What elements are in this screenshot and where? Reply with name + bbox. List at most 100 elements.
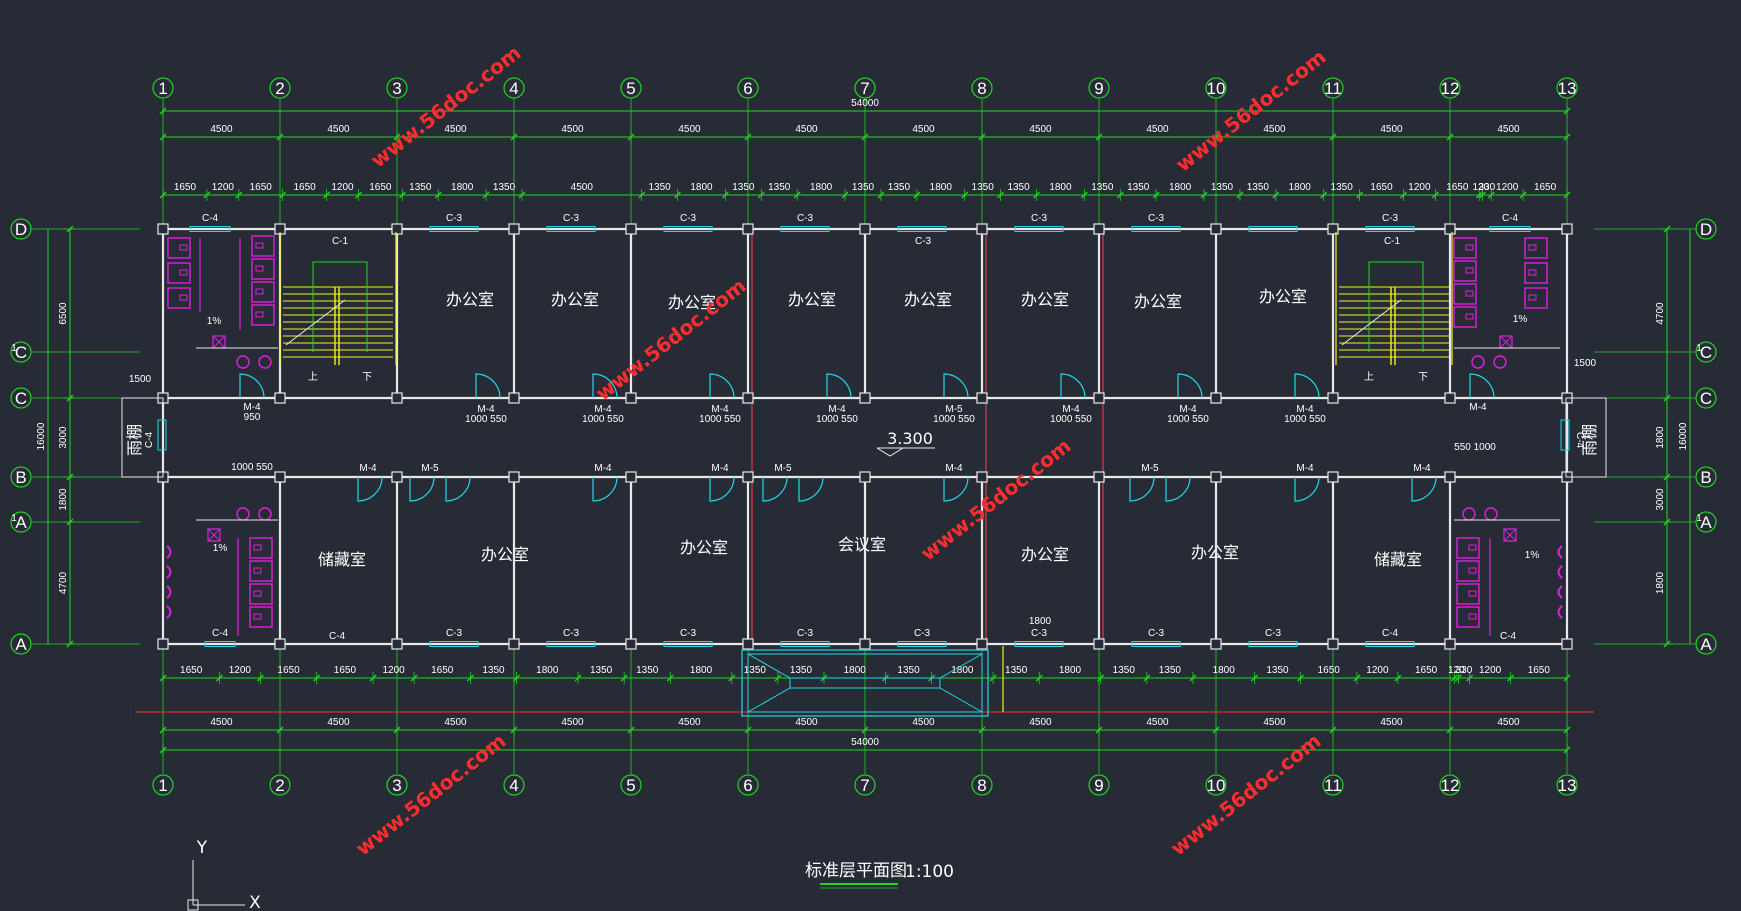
toilet-left-c-bowl: [253, 590, 262, 597]
axis-label-col-9: 9: [1094, 79, 1103, 98]
door-dim: 1000 550: [582, 414, 624, 425]
axis-label-row-B: B: [1700, 468, 1711, 487]
toilet-left-c: [249, 583, 273, 605]
column: [976, 471, 988, 483]
axis-label-row-C: C: [1700, 389, 1712, 408]
dim-right-tick: [1663, 225, 1671, 233]
door-tag: M-5: [421, 463, 439, 474]
door-tag: M-5: [774, 463, 792, 474]
toilet-left-b: [251, 281, 275, 303]
toilet-left-b-bowl: [255, 311, 264, 318]
axis-label-col-9: 9: [1094, 776, 1103, 795]
toilet-left-a-bowl: [179, 294, 188, 301]
axis-label-col-12: 12: [1441, 776, 1460, 795]
window-c3: [429, 226, 479, 232]
room-label-storage: 储藏室: [318, 550, 366, 569]
window-c4-side: [1560, 419, 1570, 451]
window-c3: [546, 641, 596, 647]
column: [1210, 223, 1222, 235]
column: [1561, 223, 1573, 235]
axis-label-col-1: 1: [158, 776, 167, 795]
column: [1327, 638, 1339, 650]
window-c4-label: C-4: [1382, 628, 1399, 639]
column: [274, 392, 286, 404]
toilet-left-b: [251, 235, 275, 257]
dim-detail-bottom-text: 1800: [951, 665, 974, 676]
window-c4-label: C-4: [202, 213, 219, 224]
door-south: [709, 476, 735, 502]
toilet-right-c: [1456, 606, 1480, 628]
window-c3-label: C-3: [914, 628, 931, 639]
door-north: [826, 373, 852, 399]
column: [1444, 638, 1456, 650]
toilet-left-a: [167, 287, 191, 309]
door-dim: 1000 550: [933, 414, 975, 425]
toilet-left-b: [251, 258, 275, 280]
toilet-right-a: [1453, 237, 1477, 259]
dim-bay-bottom-text: 4500: [1380, 717, 1403, 728]
room-label-storage: 储藏室: [1374, 550, 1422, 569]
door-tag: M-4: [1296, 404, 1314, 415]
axis-label-col-10: 10: [1207, 79, 1226, 98]
watermark: www.56doc.com: [1171, 45, 1330, 177]
room-label-office: 办公室: [551, 290, 599, 309]
dim-detail-top-text: 1650: [174, 182, 197, 193]
slope-label: 1%: [213, 543, 228, 554]
dim-bay-bottom-text: 4500: [795, 717, 818, 728]
door-tag: M-4: [477, 404, 495, 415]
canopy-left: [121, 397, 164, 478]
window-c3-label: C-3: [563, 628, 580, 639]
column: [157, 223, 169, 235]
window-c3: [1131, 226, 1181, 232]
stair-left-down: 下: [362, 372, 372, 383]
room-label-office: 办公室: [1021, 545, 1069, 564]
axis-bubble-col-11: [1322, 77, 1344, 99]
axis-label-col-8: 8: [977, 776, 986, 795]
axis-bubble-row: [10, 218, 32, 240]
column: [391, 223, 403, 235]
window-c3-label: C-3: [1148, 628, 1165, 639]
sink: [1471, 355, 1485, 369]
column: [859, 392, 871, 404]
sink: [236, 355, 250, 369]
axis-label-row-A: A: [15, 635, 27, 654]
dim-detail-bottom-text: 1200: [1366, 665, 1389, 676]
door-double: [409, 476, 435, 502]
dim-detail-top-text: 1800: [1049, 182, 1072, 193]
axis-bubble-col-5: [620, 774, 642, 796]
dim-bay-top-text: 4500: [1146, 124, 1169, 135]
ucs-y-label: Y: [196, 838, 208, 858]
toilet-left-c: [249, 606, 273, 628]
drawing-scale: 1:100: [905, 862, 954, 882]
dim-bay-bottom-text: 4500: [210, 717, 233, 728]
column: [625, 392, 637, 404]
room-label-office: 办公室: [680, 538, 728, 557]
door-tag: M-4: [945, 463, 963, 474]
floor-drain-x: [1503, 528, 1517, 542]
dim-1500-left: 1500: [129, 374, 152, 385]
column: [625, 471, 637, 483]
dim-detail-top-text: 1650: [1534, 182, 1557, 193]
room-label-office: 办公室: [446, 290, 494, 309]
column: [1327, 471, 1339, 483]
window-c3-label: C-3: [1031, 213, 1048, 224]
window-c1-label: C-1: [332, 236, 349, 247]
axis-bubble-row: [10, 341, 32, 363]
window-c3: [663, 226, 713, 232]
sink: [258, 355, 272, 369]
axis-bubble-row: [10, 511, 32, 533]
room-label-office: 办公室: [1134, 292, 1182, 311]
dim-bay-bottom-text: 4500: [1146, 717, 1169, 728]
dim-detail-top-text: 1650: [293, 182, 316, 193]
axis-label-col-1: 1: [158, 79, 167, 98]
axis-label-col-3: 3: [392, 79, 401, 98]
column: [1210, 392, 1222, 404]
door-dim: 550 1000: [1454, 442, 1496, 453]
urinal: [1557, 545, 1563, 559]
dim-detail-top-text: 1800: [930, 182, 953, 193]
dim-1800: 1800: [1029, 616, 1052, 627]
door-tag: M-4: [1413, 463, 1431, 474]
door-tag: M-4: [711, 463, 729, 474]
floor-drain-x: [212, 335, 226, 349]
column: [508, 223, 520, 235]
